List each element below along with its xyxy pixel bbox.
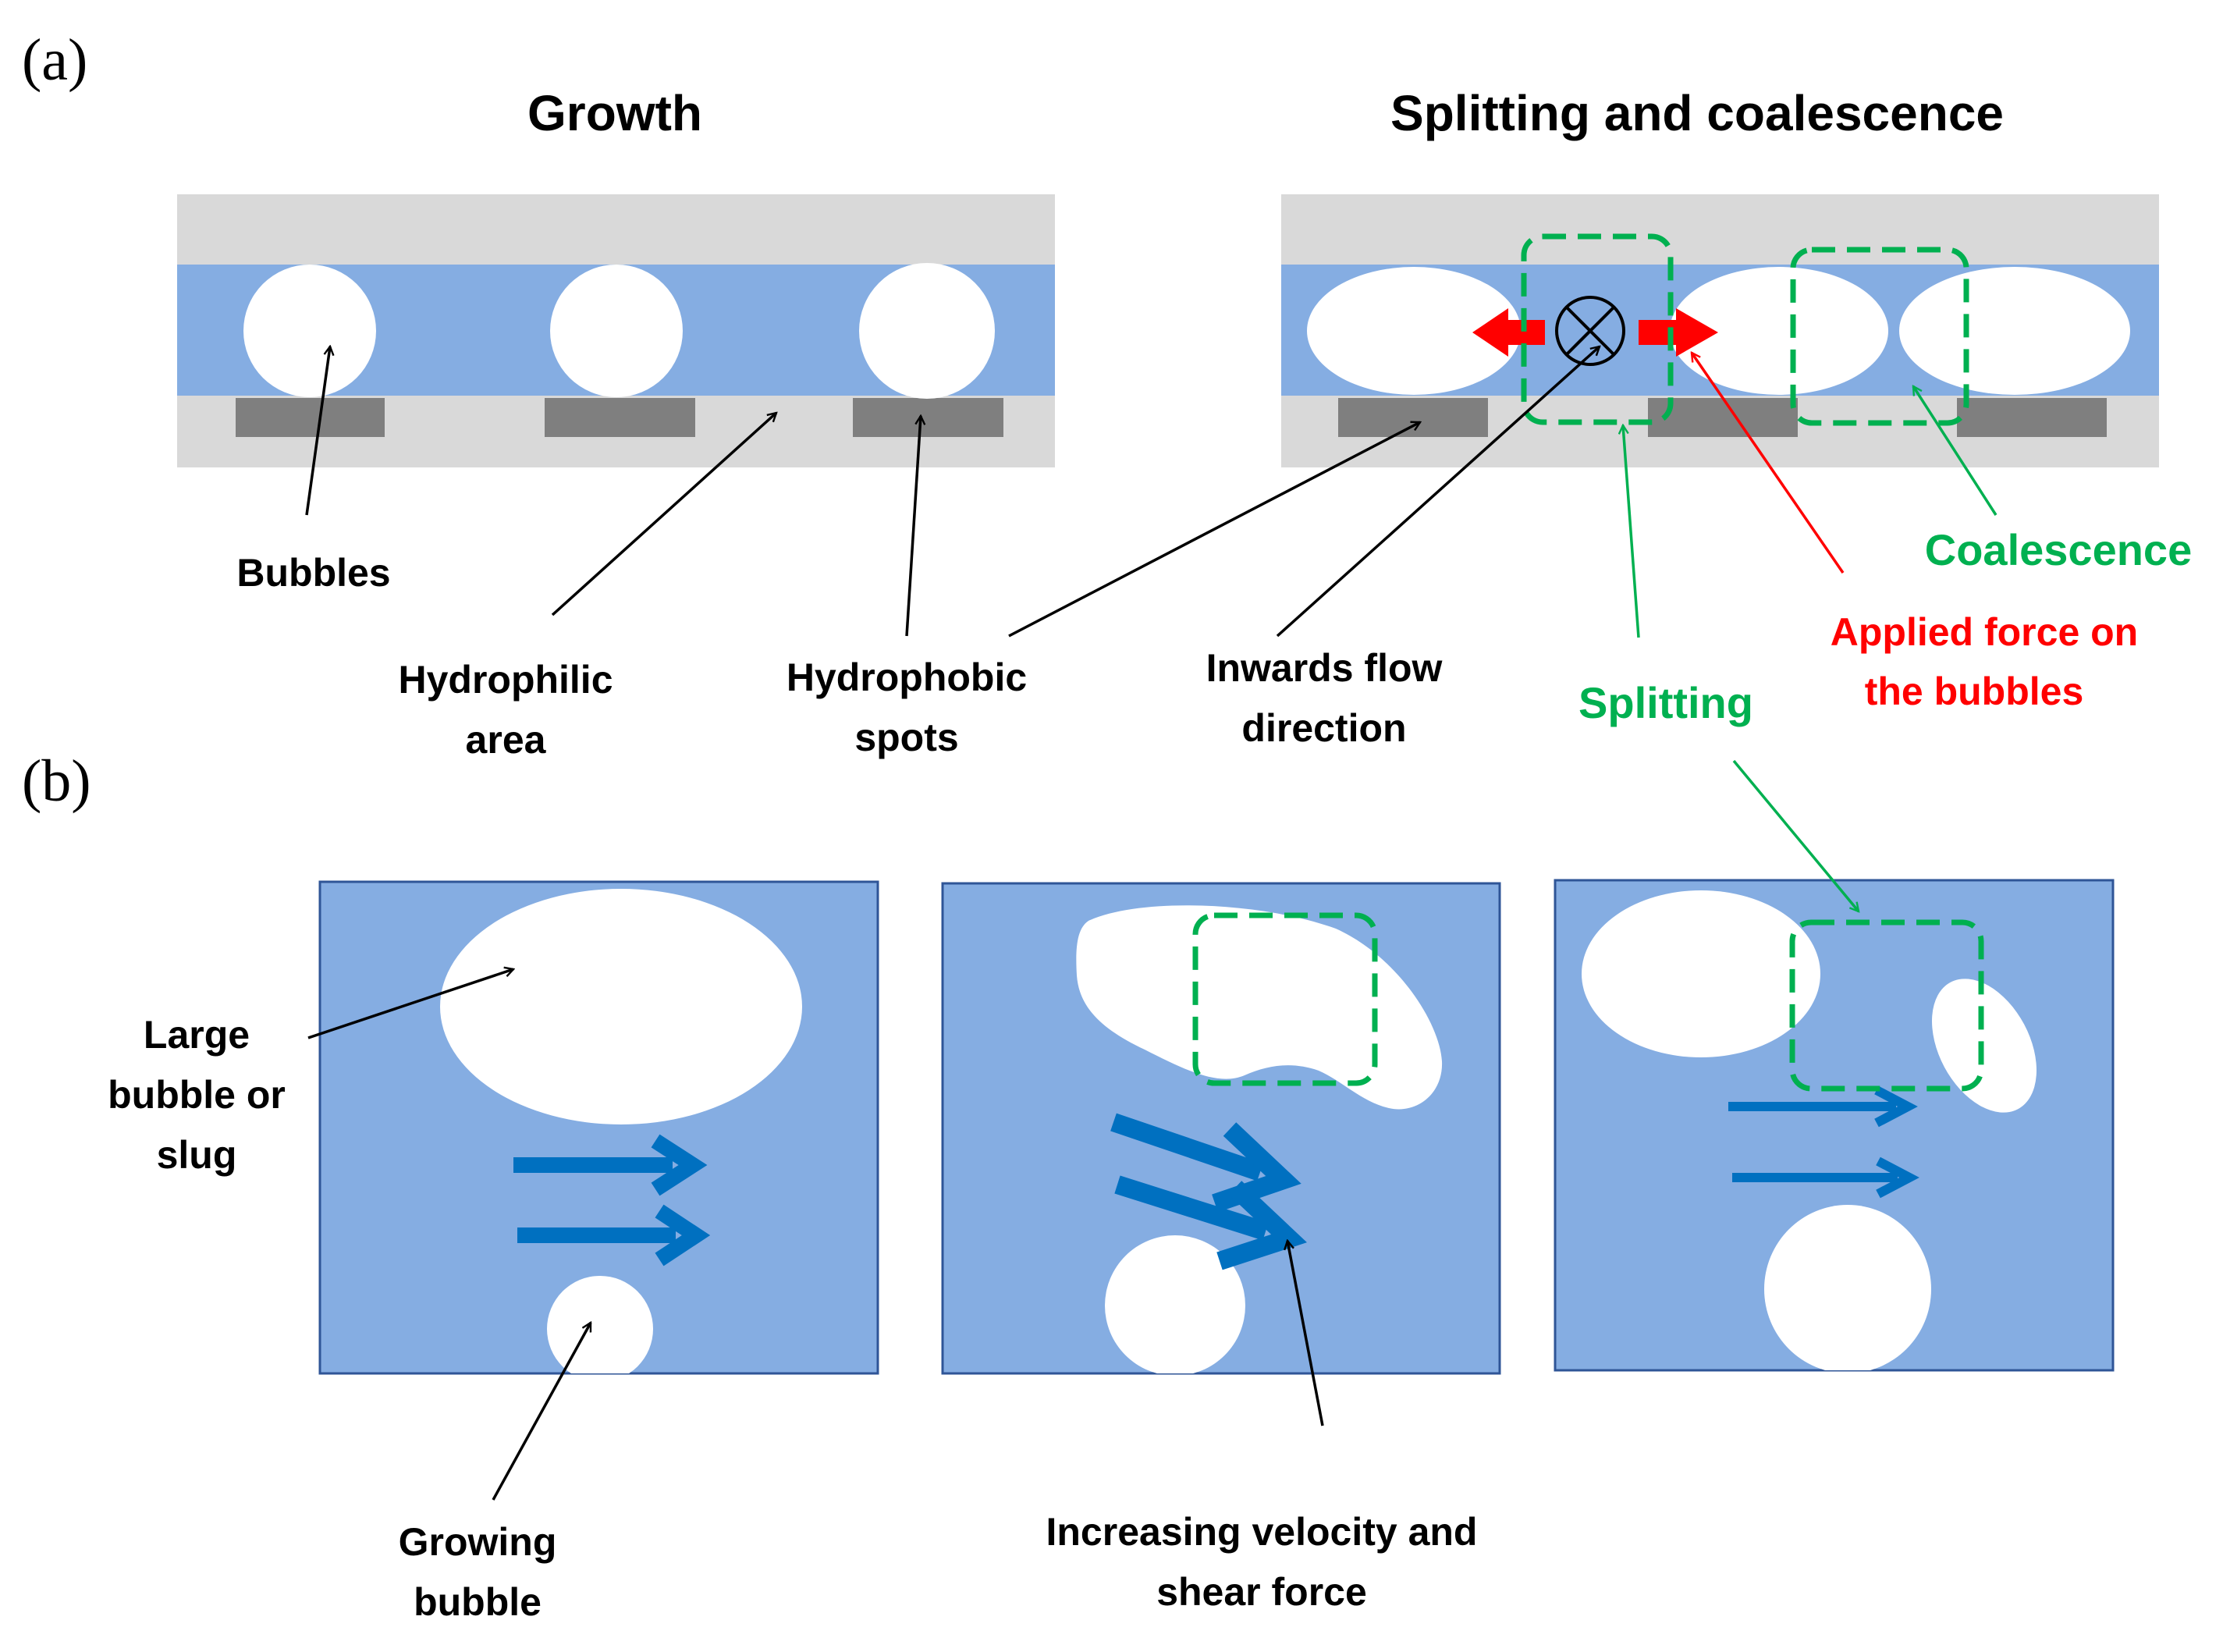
growing-bubble xyxy=(1764,1205,1931,1370)
hydrophobic-spot xyxy=(853,398,1003,437)
pointer-splitting xyxy=(1623,425,1640,638)
flow-arrow-head xyxy=(655,1204,711,1267)
splitting-region xyxy=(1521,233,1674,425)
pointer-inwards-flow xyxy=(1276,346,1600,638)
flow-box-3 xyxy=(1554,879,2115,1372)
label-coalescence: Coalescence xyxy=(1925,525,2192,574)
applied-force-arrow-right xyxy=(1639,308,1718,357)
splitting-region xyxy=(1789,919,1984,1092)
elongated-bubble xyxy=(1899,267,2130,395)
splitting-coalescence-title: Splitting and coalescence xyxy=(1390,85,2004,141)
growth-title: Growth xyxy=(527,85,702,141)
pointer-hydrophobic-1 xyxy=(905,416,921,637)
growing-bubble xyxy=(1105,1235,1245,1373)
bubble xyxy=(859,263,995,399)
large-bubble xyxy=(440,889,802,1124)
panel-b-label: (b) xyxy=(22,748,91,814)
applied-force-arrow-left xyxy=(1472,308,1545,357)
panel-a-label: (a) xyxy=(22,27,87,93)
pointer-growing-bubble xyxy=(492,1323,592,1501)
shear-arrow xyxy=(1114,1175,1269,1241)
label-force-line2: the bubbles xyxy=(1865,670,2084,713)
split-bubble xyxy=(1932,979,2037,1113)
pointer-large-bubble xyxy=(307,969,513,1039)
label-hydrophobic-line1: Hydrophobic xyxy=(787,655,1027,699)
splitting-channel xyxy=(1281,194,2159,467)
growing-bubble xyxy=(547,1276,653,1373)
pointer-splitting-b xyxy=(1732,759,1859,911)
hydrophobic-spot xyxy=(236,398,385,437)
label-inwards-line2: direction xyxy=(1241,706,1406,750)
label-hydrophilic-line2: area xyxy=(466,718,547,762)
flow-box-1 xyxy=(318,880,879,1375)
growth-channel xyxy=(177,194,1055,467)
label-splitting: Splitting xyxy=(1578,678,1753,727)
split-bubble xyxy=(1582,890,1820,1057)
flow-arrow-head xyxy=(1876,1156,1919,1199)
bubble xyxy=(243,265,376,397)
pointer-coalescence xyxy=(1912,386,1998,516)
flow-arrow-head xyxy=(1874,1085,1918,1128)
label-growing-line1: Growing xyxy=(399,1520,557,1564)
pointer-hydrophobic-2 xyxy=(1008,421,1420,638)
pointer-applied-force xyxy=(1690,353,1845,574)
splitting-region xyxy=(1192,912,1378,1086)
flow-box-2 xyxy=(941,882,1501,1375)
label-hydrophilic-line1: Hydrophilic xyxy=(398,658,613,702)
label-growing-line2: bubble xyxy=(414,1580,542,1624)
label-large-line1: Large xyxy=(144,1013,250,1057)
label-inwards-line1: Inwards flow xyxy=(1206,646,1443,690)
label-hydrophobic-line2: spots xyxy=(854,716,958,759)
inwards-flow-symbol xyxy=(1555,296,1625,366)
pointer-bubbles xyxy=(305,346,330,516)
label-large-line2: bubble or xyxy=(108,1073,286,1117)
flow-arrow-head xyxy=(651,1134,708,1196)
elongated-bubble xyxy=(1307,267,1521,395)
coalescence-region xyxy=(1790,247,1969,426)
label-bubbles: Bubbles xyxy=(236,551,390,595)
label-velocity-line1: Increasing velocity and xyxy=(1046,1510,1478,1554)
shear-arrow xyxy=(1110,1113,1263,1181)
pointer-shear-force xyxy=(1287,1241,1324,1426)
elongated-bubble xyxy=(1670,267,1888,395)
splitting-bubble xyxy=(1076,905,1443,1110)
hydrophobic-spot xyxy=(545,398,695,437)
pointer-hydrophilic xyxy=(551,413,776,616)
hydrophobic-spot xyxy=(1338,398,1488,437)
label-velocity-line2: shear force xyxy=(1156,1570,1367,1614)
shear-arrow-head xyxy=(1216,1181,1307,1270)
bubble xyxy=(550,265,683,397)
label-force-line1: Applied force on xyxy=(1831,610,2138,654)
hydrophobic-spot xyxy=(1957,398,2107,437)
label-large-line3: slug xyxy=(157,1133,237,1177)
